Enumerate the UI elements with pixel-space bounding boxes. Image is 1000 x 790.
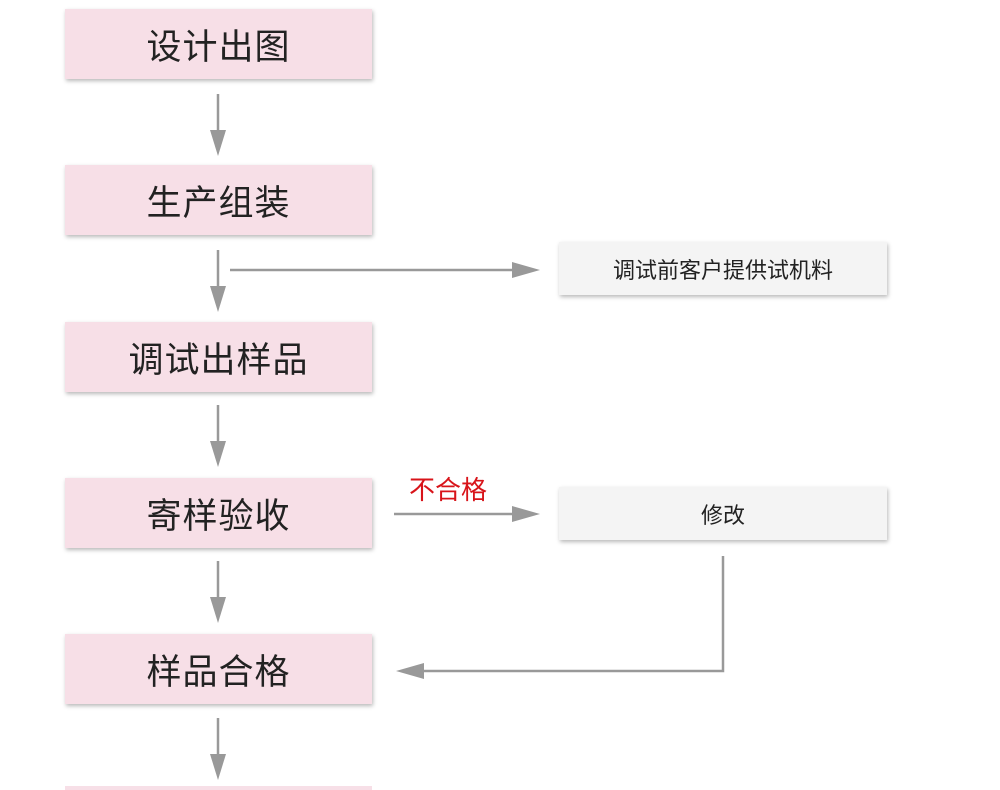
side-modify: 修改 — [559, 487, 887, 540]
arrow-step4-to-step5 — [210, 561, 226, 623]
arrow-fail-to-modify — [394, 506, 540, 522]
step-debug-sample: 调试出样品 — [65, 322, 372, 392]
arrow-modify-return — [396, 556, 725, 679]
arrow-step3-to-step4 — [210, 405, 226, 467]
side-trial-material: 调试前客户提供试机料 — [559, 242, 887, 295]
step-production-assembly: 生产组装 — [65, 165, 372, 235]
arrow-step5-to-next — [210, 718, 226, 780]
step-sample-acceptance: 寄样验收 — [65, 478, 372, 548]
arrow-step1-to-step2 — [210, 94, 226, 156]
step-sample-qualified: 样品合格 — [65, 634, 372, 704]
fail-label: 不合格 — [409, 476, 488, 506]
step-design-drawing: 设计出图 — [65, 9, 372, 79]
next-step-edge — [65, 786, 372, 790]
arrow-to-trial-material — [230, 262, 540, 278]
arrow-step2-to-step3 — [210, 250, 226, 312]
